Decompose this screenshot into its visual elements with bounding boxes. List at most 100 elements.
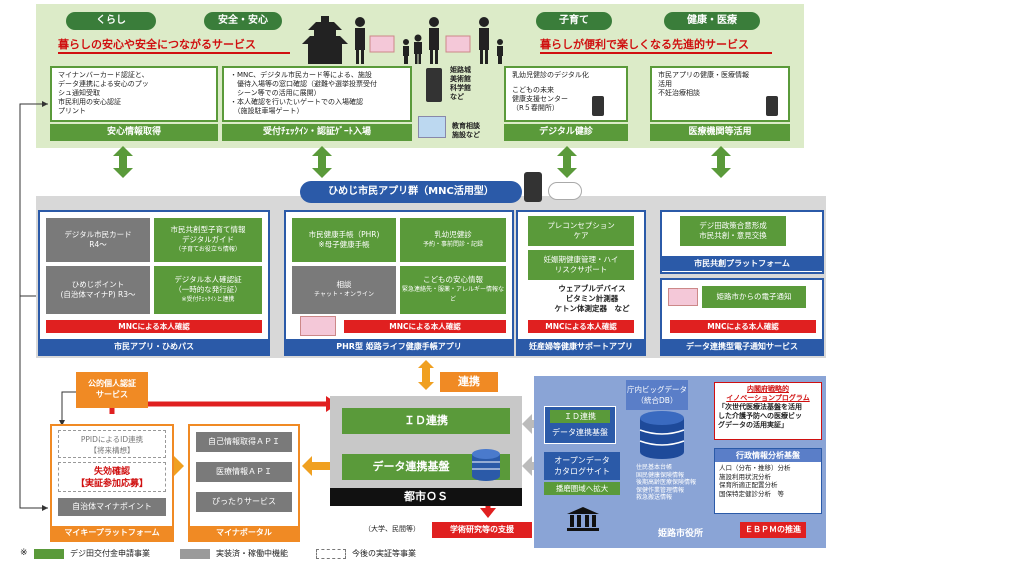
service-box-iryo: 市民アプリの健康・医療情報 活用 不妊治療相談: [650, 66, 790, 122]
legend-swatch-gray: [180, 549, 210, 559]
open-data-line: カタログサイト: [554, 467, 610, 476]
cell-line: 緊急連絡先・服薬・アレルギー情報など: [402, 286, 505, 303]
preconception-care: プレコンセプション ケア: [528, 216, 634, 246]
cabinet-program-box: 内閣府戦略的 イノベーションプログラム 「次世代医療法基盤を活用 した介護予防へ…: [714, 382, 822, 440]
digital-id-certificate: デジタル本人確認証 （一時的な発行証） ※受付ﾁｪｯｸｲﾝと連携: [154, 266, 262, 314]
facility-label-line: 美術館: [450, 75, 471, 83]
medical-info-api: 医療情報ＡＰＩ: [196, 462, 292, 482]
cell-line: ※受付ﾁｪｯｸｲﾝと連携: [181, 296, 235, 303]
consultation-chat: 相談 チャット・オンライン: [292, 266, 396, 314]
education-label-line: 教育相談: [452, 122, 480, 130]
castle-and-people-illustration: [302, 16, 503, 64]
cell-line: デジ田政策合意形成: [699, 221, 767, 230]
device-line: ビタミン計測器: [565, 294, 619, 303]
cell-line: チャット・オンライン: [314, 291, 374, 298]
local-mynapoint: 自治体マイナポイント: [58, 498, 166, 516]
legend-label: デジ田交付金申請事業: [70, 549, 150, 558]
revocation-line: 失効確認: [93, 467, 130, 477]
facility-label: 姫路城 美術館 科学館 など: [450, 66, 471, 102]
cell-line: （一時的な発行証）: [174, 285, 242, 294]
cell-line: デジタル市民カード: [64, 230, 132, 239]
bigdata-line: （統合DB）: [636, 396, 678, 405]
category-pill-kenko: 健康・医療: [664, 12, 760, 30]
analysis-item: 保育所適正配置分析: [719, 481, 778, 489]
himeji-point: ひめじポイント (自治体マイナP) R3～: [46, 266, 150, 314]
city-id-linkage: ＩＤ連携: [550, 410, 610, 423]
pregnancy-health-support: 妊娠期健康管理・ハイ リスクサポート: [528, 250, 634, 280]
academic-support: 学術研究等の支援: [432, 522, 532, 538]
analysis-title: 行政情報分析基盤: [715, 449, 821, 462]
policy-consensus: デジ田政策合意形成 市民共創・意見交換: [680, 216, 786, 246]
revocation-line: 【実証参加応募】: [75, 479, 148, 489]
public-auth-line: サービス: [96, 390, 128, 399]
box-text-line: ・MNC、デジタル市民カード等による、施設: [230, 71, 372, 79]
cell-line: 妊娠期健康管理・ハイ: [543, 255, 619, 264]
box-text-line: シュ通知受取: [58, 89, 100, 97]
education-label: 教育相談 施設など: [452, 122, 480, 140]
smartphone-icon: [592, 96, 604, 116]
cabinet-body-line: した介護予防への医療ビッ: [718, 412, 802, 420]
db-list-item: 後期高齢医療保険情報: [636, 479, 697, 486]
box-text-line: 健康支援センター: [512, 95, 568, 103]
service-bar-kenshin: デジタル健診: [504, 124, 628, 141]
cell-line: こどもの安心情報: [423, 275, 483, 284]
database-icon: [639, 411, 685, 459]
legend-swatch-green: [34, 549, 64, 559]
mynaportal-title: マイナポータル: [190, 526, 298, 540]
smartphone-icon: [524, 172, 542, 202]
id-card-icon: [300, 316, 336, 336]
open-data-line: オープンデータ: [554, 456, 610, 465]
cell-line: （子育てお役立ち情報）: [175, 246, 241, 253]
box-text-line: 市民利用の安心認証: [58, 98, 121, 106]
db-list-item: 国民健康保険情報: [636, 471, 685, 479]
category-pill-kosodate: 子育て: [536, 12, 612, 30]
box-text-line: シーン等での活用に展開）: [230, 89, 321, 97]
mnc-identity-bar: MNCによる本人確認: [670, 320, 816, 333]
mnc-identity-bar: MNCによる本人確認: [528, 320, 634, 333]
box-text-line: （施設駐車場ゲート）: [230, 107, 304, 115]
cabinet-title-line: 内閣府戦略的: [747, 385, 789, 393]
university-label: （大学、民間等）: [364, 525, 420, 533]
ppid-line: 【将来構想】: [89, 446, 135, 455]
health-handbook: 市民健康手帳（PHR) ※母子健康手帳: [292, 218, 396, 262]
infant-checkup: 乳幼児健診 予約・事前問診・記録: [400, 218, 506, 262]
internal-bigdata: 庁内ビッグデータ （統合DB）: [626, 380, 688, 410]
box-text-line: データ連携による安心のプッ: [58, 80, 149, 88]
service-box-checkin: ・MNC、デジタル市民カード等による、施設 優待入場等の窓口確認（避難や選挙投票…: [222, 66, 412, 122]
id-card-icon: [668, 288, 698, 306]
facility-label-line: など: [450, 93, 464, 101]
cabinet-body-line: グデータの活用実証」: [718, 421, 788, 429]
panel-title-notification: データ連携型電子通知サービス: [662, 339, 822, 354]
admin-analysis-platform: 行政情報分析基盤 人口（分布・推移）分析 施設利用状況分析 保育所適正配置分析 …: [714, 448, 822, 514]
harima-expansion: 播磨圏域へ拡大: [544, 482, 620, 495]
mykey-platform: [50, 424, 174, 542]
public-auth-service: 公的個人認証 サービス: [76, 372, 148, 408]
mnc-identity-bar: MNCによる本人確認: [344, 320, 506, 333]
box-text-line: （R５春開所）: [512, 104, 559, 112]
left-headline: 暮らしの安心や安全につながるサービス: [58, 38, 256, 51]
app-group-header: ひめじ市民アプリ群（MNC活用型）: [300, 181, 522, 203]
service-bar-anshin: 安心情報取得: [50, 124, 218, 141]
box-text-line: プリント: [58, 107, 86, 115]
child-safety-info: こどもの安心情報 緊急連絡先・服薬・アレルギー情報など: [400, 266, 506, 314]
renkei-label: 連携: [440, 372, 498, 392]
panel-title-phr-app: PHR型 姫路ライフ健康手帳アプリ: [286, 339, 512, 354]
db-list-item: 保健作業管理情報: [636, 486, 685, 494]
legend-label: 実装済・稼働中機能: [216, 549, 288, 558]
box-text-line: 活用: [658, 80, 672, 88]
digital-citizen-card: デジタル市民カード R4～: [46, 218, 150, 262]
category-pill-anzen: 安全・安心: [204, 12, 282, 30]
cell-line: 市民健康手帳（PHR): [308, 230, 380, 239]
cell-line: デジタル本人確認証: [174, 275, 242, 284]
legend-swatch-dashed: [316, 549, 346, 559]
open-data-catalog: オープンデータ カタログサイト: [544, 452, 620, 480]
cell-line: 相談: [336, 280, 352, 289]
right-headline: 暮らしが便利で楽しくなる先進的サービス: [540, 38, 749, 51]
cell-line: 予約・事前問診・記録: [422, 241, 483, 248]
service-bar-checkin: 受付ﾁｪｯｸｲﾝ・認証ｹﾞｰﾄ入場: [222, 124, 412, 141]
box-text-line: 不妊治療相談: [658, 89, 700, 97]
right-headline-underline: [540, 52, 772, 54]
revocation-check: 失効確認 【実証参加応募】: [58, 462, 166, 492]
cell-line: 姫路市からの電子通知: [716, 292, 792, 301]
city-data-platform: データ連携基盤: [546, 426, 614, 440]
